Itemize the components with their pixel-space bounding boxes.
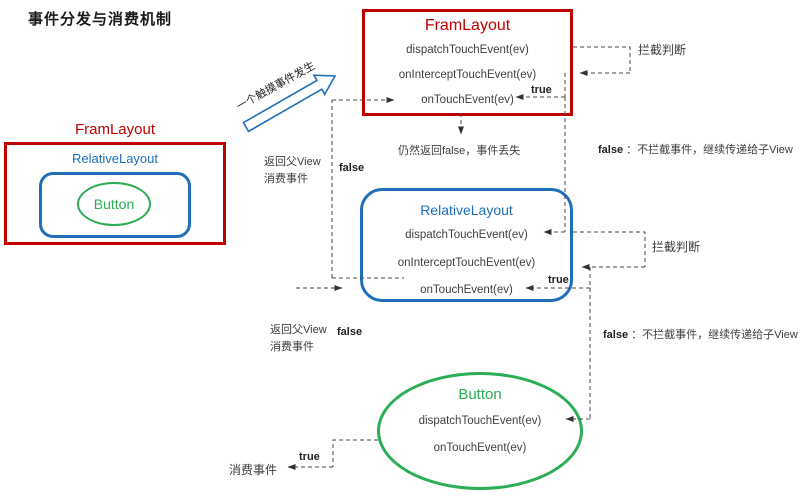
not-intercept-top-false: false: [598, 144, 624, 156]
still-false-label: 仍然返回false，事件丢失: [398, 145, 521, 157]
touch-origin-label: 一个触摸事件发生: [234, 59, 318, 114]
return-parent-top-line1: 返回父View: [264, 156, 321, 168]
framlayout-intercept-method: onInterceptTouchEvent(ev): [398, 69, 537, 81]
top-intercept-loop-line: [573, 46, 631, 73]
not-intercept-mid-label: false ：不拦截事件，继续传递给子View: [603, 326, 798, 342]
left-relativelayout-label: RelativeLayout: [72, 151, 158, 166]
true-label-bottom: true: [299, 451, 320, 463]
return-parent-mid-label: 返回父View 消费事件: [270, 322, 327, 356]
not-intercept-top-text: ：不拦截事件，继续传递给子View: [623, 144, 793, 156]
relativelayout-dispatch-method: dispatchTouchEvent(ev): [405, 229, 528, 241]
page-title: 事件分发与消费机制: [28, 11, 173, 28]
framlayout-node-title: FramLayout: [424, 17, 511, 34]
button-ontouch-method: onTouchEvent(ev): [433, 442, 527, 454]
false-label-mid: false: [337, 326, 363, 338]
button-consume-line: [332, 439, 378, 467]
return-parent-top-label: 返回父View 消费事件: [264, 154, 321, 188]
not-intercept-mid-false: false: [603, 329, 629, 341]
button-dispatch-method: dispatchTouchEvent(ev): [418, 415, 542, 427]
not-intercept-mid-text: ：不拦截事件，继续传递给子View: [628, 329, 798, 341]
left-framlayout-label: FramLayout: [74, 121, 156, 138]
not-intercept-top-label: false ：不拦截事件，继续传递给子View: [598, 141, 793, 157]
mid-intercept-loop-line: [573, 231, 646, 267]
return-parent-top-line2: 消费事件: [264, 173, 308, 185]
intercept-judge-top-label: 拦截判断: [638, 43, 687, 57]
consume-event-label: 消费事件: [229, 463, 278, 477]
relativelayout-ontouch-method: onTouchEvent(ev): [420, 284, 513, 296]
left-relativelayout-box: Button: [39, 172, 191, 238]
true-label-top: true: [531, 84, 552, 96]
relativelayout-intercept-method: onInterceptTouchEvent(ev): [397, 257, 536, 269]
framlayout-dispatch-method: dispatchTouchEvent(ev): [406, 44, 529, 56]
true-label-mid: true: [548, 274, 569, 286]
return-parent-mid-line1: 返回父View: [270, 324, 327, 336]
relativelayout-node-title: RelativeLayout: [420, 202, 513, 218]
intercept-judge-mid-label: 拦截判断: [652, 240, 701, 254]
framlayout-node: FramLayout dispatchTouchEvent(ev) onInte…: [362, 9, 573, 116]
left-framlayout-box: RelativeLayout Button: [4, 142, 226, 245]
button-node: Button dispatchTouchEvent(ev) onTouchEve…: [377, 372, 583, 490]
left-button-ellipse: Button: [77, 182, 151, 226]
false-label-top: false: [339, 162, 365, 174]
framlayout-ontouch-method: onTouchEvent(ev): [421, 94, 514, 106]
relativelayout-node: RelativeLayout dispatchTouchEvent(ev) on…: [360, 188, 573, 302]
left-button-label: Button: [93, 196, 135, 212]
return-parent-mid-line2: 消费事件: [270, 341, 314, 353]
button-node-title: Button: [458, 386, 502, 403]
